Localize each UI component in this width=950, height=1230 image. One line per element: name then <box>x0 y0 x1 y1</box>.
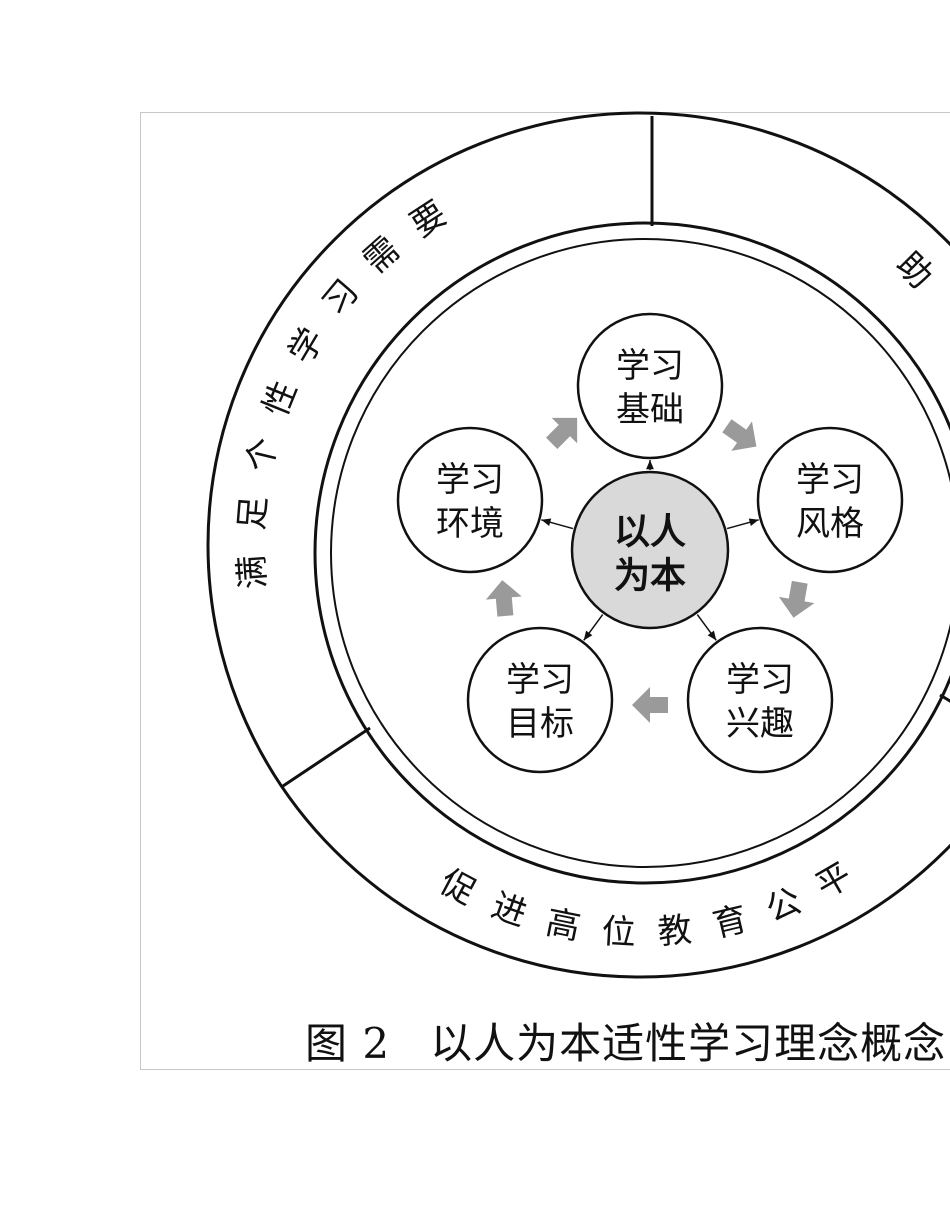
ring-text-upper-left: 性 <box>256 375 306 422</box>
node-label: 兴趣 <box>726 704 794 744</box>
arrowhead-icon <box>541 518 552 527</box>
ring-text-bottom: 教 <box>656 910 693 953</box>
ring-text-upper-left: 习 <box>315 272 367 324</box>
node-label: 学习 <box>506 660 574 700</box>
ring-text-bottom: 进 <box>486 886 532 935</box>
node-circle <box>686 626 834 774</box>
center-circle <box>570 470 730 630</box>
outer-ring <box>206 111 950 979</box>
node-label: 目标 <box>506 704 574 744</box>
ring-text-upper-left: 学 <box>281 321 333 371</box>
ring-text-bottom: 平 <box>809 855 858 907</box>
ring-text-bottom: 育 <box>709 899 751 946</box>
ring-text-upper-left: 要 <box>404 194 454 246</box>
node-circle <box>756 426 904 574</box>
node-circle <box>396 426 544 574</box>
node-label: 学习 <box>796 460 864 500</box>
cycle-arrow-icon <box>546 417 578 449</box>
ring-text-bottom: 公 <box>760 881 806 931</box>
node-label: 环境 <box>436 504 504 544</box>
cycle-arrow-icon <box>632 687 668 723</box>
arrowhead-icon <box>748 518 759 527</box>
ring-divider <box>282 726 371 788</box>
middle-ring <box>313 221 950 885</box>
ring-divider <box>939 693 950 703</box>
figure-caption: 图 2 以人为本适性学习理念概念 <box>305 1010 946 1071</box>
figure-title: 以人为本适性学习理念概念 <box>430 1019 947 1068</box>
ring-text-upper-left: 足 <box>232 495 275 532</box>
center-label: 以人 <box>614 512 686 553</box>
figure-number: 图 2 <box>305 1019 391 1068</box>
node-circle <box>466 626 614 774</box>
node-label: 学习 <box>726 660 794 700</box>
node-label: 学习 <box>436 460 504 500</box>
figure-frame <box>140 112 950 1070</box>
ring-text-upper-left: 需 <box>356 229 408 281</box>
arrowhead-icon <box>583 630 593 641</box>
ring-text-upper-left: 个 <box>239 434 286 476</box>
cycle-arrow-icon <box>722 419 757 451</box>
node-label: 学习 <box>616 346 684 386</box>
cycle-arrow-icon <box>778 580 815 618</box>
ring-text-bottom: 高 <box>542 902 583 948</box>
arrowhead-icon <box>646 460 654 470</box>
inner-ring <box>330 238 950 868</box>
node-label: 基础 <box>616 390 684 430</box>
arrowhead-icon <box>707 630 717 641</box>
node-label: 风格 <box>796 504 864 544</box>
cycle-arrow-icon <box>485 580 522 617</box>
ring-text-upper-left: 满 <box>232 554 274 591</box>
ring-text-right: 助 <box>888 244 940 296</box>
ring-text-bottom: 促 <box>433 862 482 913</box>
node-circle <box>576 312 724 460</box>
center-label: 为本 <box>614 556 686 597</box>
ring-text-bottom: 位 <box>601 912 637 954</box>
